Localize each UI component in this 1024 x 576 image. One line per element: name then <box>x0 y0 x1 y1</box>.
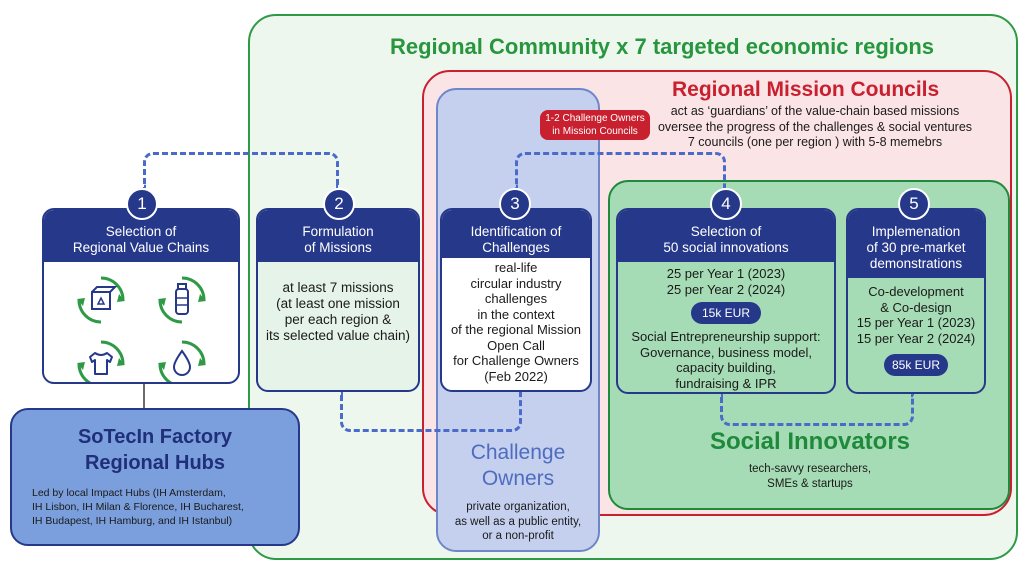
step-5-body: Co-development & Co-design 15 per Year 1… <box>848 278 984 392</box>
regional-hubs-desc-line: IH Budapest, IH Hamburg, and IH Istanbul… <box>32 515 233 527</box>
step-3-body-line: in the context <box>477 306 555 322</box>
step-1-number: 1 <box>126 188 158 220</box>
step-4-support-line: Social Entrepreneurship support: <box>631 329 821 344</box>
social-innovators-desc-line: SMEs & startups <box>767 477 853 490</box>
step-5-body-line: & Co-design <box>880 299 952 315</box>
step-4-amount-badge: 15k EUR <box>691 302 761 324</box>
step-3-title-line: Identification of <box>470 224 562 239</box>
regional-community-title: Regional Community x 7 targeted economic… <box>390 34 934 59</box>
mission-councils-description: act as ‘guardians’ of the value-chain ba… <box>630 104 1000 151</box>
step-5-title-line: demonstrations <box>869 256 963 271</box>
badge-line: in Mission Councils <box>552 126 638 137</box>
step-1-icons <box>44 262 238 382</box>
step-1-title-line: Regional Value Chains <box>72 240 210 255</box>
step-4-body: 25 per Year 1 (2023) 25 per Year 2 (2024… <box>618 262 834 392</box>
step-3-body-line: (Feb 2022) <box>484 368 548 384</box>
step-2-title-line: Formulation <box>302 224 374 239</box>
step-4-support-line: Governance, business model, <box>640 344 812 360</box>
step-5-body-line: Co-development <box>868 284 964 299</box>
regional-hubs-description: Led by local Impact Hubs (IH Amsterdam, … <box>32 486 298 528</box>
step-4-title-line: 50 social innovations <box>663 240 789 255</box>
regional-hubs-box: SoTecIn Factory Regional Hubs Led by loc… <box>10 408 300 546</box>
step-3-title-line: Challenges <box>482 240 550 255</box>
step-5-header: Implemenation of 30 pre-market demonstra… <box>848 210 984 278</box>
mission-councils-line: act as ‘guardians’ of the value-chain ba… <box>670 104 960 118</box>
step-2-body-line: (at least one mission <box>276 296 400 311</box>
recycle-shirt-icon <box>75 338 127 382</box>
connector-3-4 <box>515 152 726 188</box>
step-3-body-line: for Challenge Owners <box>453 353 579 368</box>
regional-hubs-title-line: Regional Hubs <box>84 452 225 474</box>
step-2-box: Formulation of Missions at least 7 missi… <box>256 208 420 392</box>
step-5-body-line: 15 per Year 1 (2023) <box>856 315 976 330</box>
regional-hubs-title-line: SoTecIn Factory <box>77 426 233 448</box>
mission-councils-line: oversee the progress of the challenges &… <box>657 119 973 134</box>
step-3-box: Identification of Challenges real-life c… <box>440 208 592 392</box>
recycle-box-icon <box>75 274 127 326</box>
step-5-number: 5 <box>898 188 930 220</box>
step-3-body-line: challenges <box>484 291 548 306</box>
challenge-owners-desc-line: private organization, <box>466 501 570 513</box>
step-4-number: 4 <box>710 188 742 220</box>
step-4-support-line: capacity building, <box>676 360 776 375</box>
step-2-body-line: at least 7 missions <box>282 280 394 295</box>
challenge-owners-title-line: Owners <box>481 467 555 490</box>
regional-hubs-desc-line: IH Lisbon, IH Milan & Florence, IH Bucha… <box>32 501 244 513</box>
challenge-owners-title: Challenge Owners <box>436 440 600 492</box>
step-5-title-line: Implemenation <box>871 224 961 239</box>
step-1-title-line: Selection of <box>105 224 177 239</box>
recycle-bottle-icon <box>156 274 208 326</box>
step-3-body-line: Open Call <box>487 337 545 353</box>
step-4-body-line: 25 per Year 2 (2024) <box>666 281 786 297</box>
connector-2-3 <box>340 392 522 432</box>
challenge-owners-description: private organization, as well as a publi… <box>436 500 600 544</box>
step-1-box: Selection of Regional Value Chains <box>42 208 240 384</box>
challenge-owners-title-line: Challenge <box>470 441 566 464</box>
step-4-title-line: Selection of <box>690 224 762 239</box>
social-innovators-desc-line: tech-savvy researchers, <box>748 463 872 475</box>
step-2-body: at least 7 missions (at least one missio… <box>258 262 418 390</box>
badge-line: 1-2 Challenge Owners <box>545 113 645 124</box>
connector-1-2 <box>143 152 339 188</box>
step-5-body-line: 15 per Year 2 (2024) <box>856 330 976 346</box>
mission-councils-title: Regional Mission Councils <box>672 78 940 101</box>
connector-hubs-line <box>143 384 145 410</box>
regional-hubs-desc-line: Led by local Impact Hubs (IH Amsterdam, <box>32 487 226 499</box>
step-2-body-line: per each region & <box>284 312 392 327</box>
mission-councils-line: 7 councils (one per region ) with 5-8 me… <box>687 135 943 149</box>
step-4-box: Selection of 50 social innovations 25 pe… <box>616 208 836 394</box>
social-innovators-description: tech-savvy researchers, SMEs & startups <box>610 462 1010 491</box>
step-5-box: Implemenation of 30 pre-market demonstra… <box>846 208 986 394</box>
recycle-water-drop-icon <box>156 338 208 382</box>
connector-4-5 <box>720 394 914 426</box>
step-3-body-line: circular industry <box>470 275 562 291</box>
step-1-header: Selection of Regional Value Chains <box>44 210 238 262</box>
step-5-title-line: of 30 pre-market <box>866 240 966 255</box>
step-3-number: 3 <box>499 188 531 220</box>
step-4-body-line: 25 per Year 1 (2023) <box>666 266 786 281</box>
step-3-body-line: of the regional Mission <box>450 322 582 337</box>
step-5-amount-badge: 85k EUR <box>884 354 948 376</box>
step-2-number: 2 <box>323 188 355 220</box>
step-2-body-line: its selected value chain) <box>265 328 411 343</box>
step-3-body: real-life circular industry challenges i… <box>442 258 590 390</box>
regional-hubs-title: SoTecIn Factory Regional Hubs <box>12 424 298 476</box>
challenge-owners-badge: 1-2 Challenge Owners in Mission Councils <box>540 110 650 140</box>
social-innovators-title: Social Innovators <box>709 428 911 455</box>
step-3-body-line: real-life <box>494 260 538 275</box>
challenge-owners-desc-line: or a non-profit <box>482 530 554 542</box>
step-4-support-line: fundraising & IPR <box>675 375 777 391</box>
challenge-owners-desc-line: as well as a public entity, <box>454 515 582 528</box>
step-2-title-line: of Missions <box>304 240 372 255</box>
